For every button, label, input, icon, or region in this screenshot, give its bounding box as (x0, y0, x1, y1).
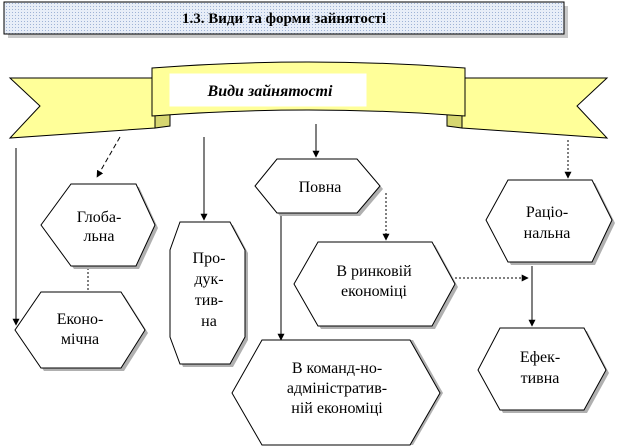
node-productive-line-3: тив- (195, 292, 223, 309)
node-global-line-2: льна (84, 228, 115, 245)
node-effective-line-1: Ефек- (520, 349, 560, 366)
node-command-line-3: ній економіці (291, 400, 383, 417)
node-productive-line-4: на (201, 313, 217, 330)
node-global: Глоба- льна (40, 183, 158, 269)
node-command: В команд-но- адміністратив- ній економіц… (231, 339, 443, 446)
ribbon-left-tail (8, 77, 156, 139)
ribbon-right-tail (461, 77, 609, 139)
node-productive-line-1: Про- (193, 250, 226, 267)
banner-label: Види зайнятості (207, 83, 333, 100)
ribbon-banner: Види зайнятості (8, 61, 609, 139)
banner-label-box (169, 73, 367, 107)
node-market-line-1: В ринковій (336, 263, 412, 280)
title-box: 1.3. Види та форми зайнятості (3, 1, 568, 38)
node-market: В ринковій економіці (293, 241, 458, 329)
connectors (12, 124, 572, 341)
node-market-line-2: економіці (341, 283, 407, 300)
node-economic-line-2: мічна (61, 331, 99, 348)
page-title: 1.3. Види та форми зайнятості (182, 11, 386, 27)
node-rational-line-2: нальна (524, 225, 571, 242)
node-global-line-1: Глоба- (77, 209, 122, 226)
node-effective-line-2: тивна (521, 370, 560, 387)
node-full: Повна (254, 158, 383, 216)
node-productive-line-2: дук- (194, 271, 223, 288)
node-economic: Еконо- мічна (14, 291, 148, 371)
node-productive: Про- дук- тив- на (169, 221, 248, 367)
node-rational: Раціо- нальна (485, 179, 615, 265)
node-economic-line-1: Еконо- (57, 311, 104, 328)
connector-global (96, 136, 121, 178)
node-command-line-1: В команд-но- (292, 360, 382, 377)
node-rational-line-1: Раціо- (526, 204, 568, 221)
node-full-line-1: Повна (299, 179, 342, 196)
node-effective: Ефек- тивна (477, 327, 609, 413)
node-command-line-2: адміністратив- (287, 380, 387, 397)
